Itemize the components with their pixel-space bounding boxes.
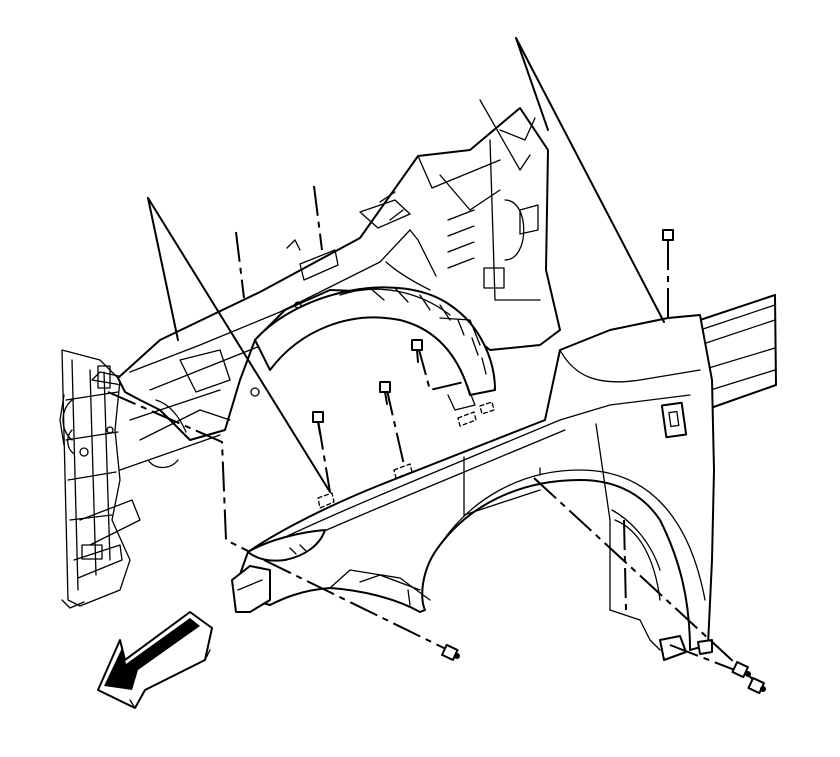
leader-lines [107, 37, 761, 687]
bolt-front-lower [441, 643, 460, 661]
fender-apron [117, 99, 561, 471]
bolt-top-1 [411, 339, 423, 363]
fender [231, 314, 715, 661]
bolt-rear-lower-1 [731, 661, 751, 679]
rocker-panel [699, 294, 777, 411]
bolt-rear-lower-2 [747, 677, 766, 695]
bolt-top-rear [662, 229, 674, 253]
wheelhouse-liner [254, 286, 496, 411]
bolt-top-2 [379, 381, 391, 405]
front-of-vehicle-arrow-icon [97, 611, 213, 709]
bolt-top-3 [312, 411, 324, 435]
